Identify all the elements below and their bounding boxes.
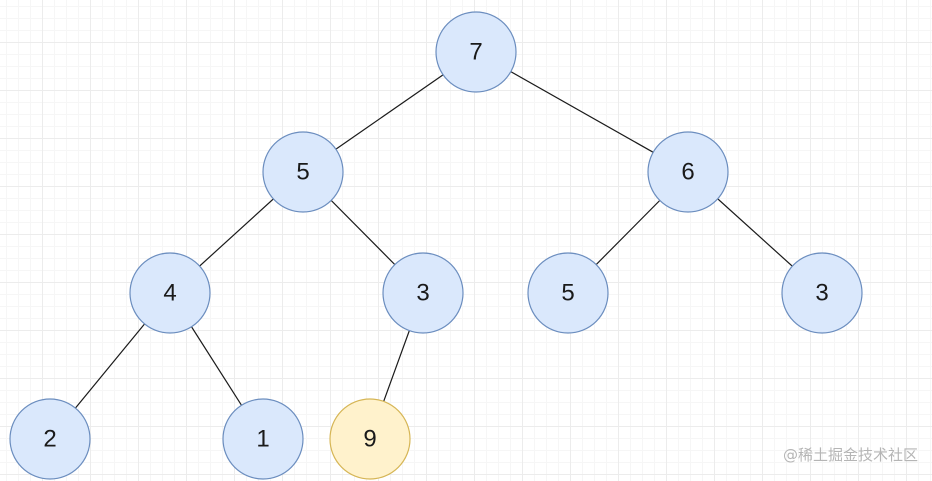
node-circle <box>222 398 304 480</box>
node-value-label: 4 <box>163 280 176 307</box>
node-circle <box>781 252 863 334</box>
watermark-text: @稀土掘金技术社区 <box>782 446 918 464</box>
node-circle <box>129 252 211 334</box>
node-circle <box>262 131 344 213</box>
tree-node-n1: 7 <box>435 11 517 93</box>
node-circle <box>647 131 729 213</box>
tree-node-n5: 3 <box>382 252 464 334</box>
tree-node-n3: 6 <box>647 131 729 213</box>
tree-nodes: 7 5 6 4 3 5 3 2 1 9 <box>9 11 863 480</box>
node-value-label: 1 <box>256 426 269 453</box>
node-value-label: 2 <box>43 426 56 453</box>
node-value-label: 3 <box>416 280 429 307</box>
node-circle <box>382 252 464 334</box>
tree-edges <box>49 51 823 440</box>
tree-node-n2: 5 <box>262 131 344 213</box>
tree-node-n9: 1 <box>222 398 304 480</box>
node-circle <box>9 398 91 480</box>
node-value-label: 9 <box>363 426 376 453</box>
tree-node-n6: 5 <box>527 252 609 334</box>
tree-edge-n1-n3 <box>475 51 689 173</box>
node-value-label: 5 <box>561 280 574 307</box>
tree-node-n8: 2 <box>9 398 91 480</box>
node-value-label: 6 <box>681 159 694 186</box>
node-circle <box>527 252 609 334</box>
tree-node-n7: 3 <box>781 252 863 334</box>
node-value-label: 7 <box>469 39 482 66</box>
node-value-label: 5 <box>296 159 309 186</box>
tree-node-n10: 9 <box>329 398 411 480</box>
highlighted-node-circle <box>329 398 411 480</box>
node-circle <box>435 11 517 93</box>
tree-node-n4: 4 <box>129 252 211 334</box>
node-value-label: 3 <box>815 280 828 307</box>
